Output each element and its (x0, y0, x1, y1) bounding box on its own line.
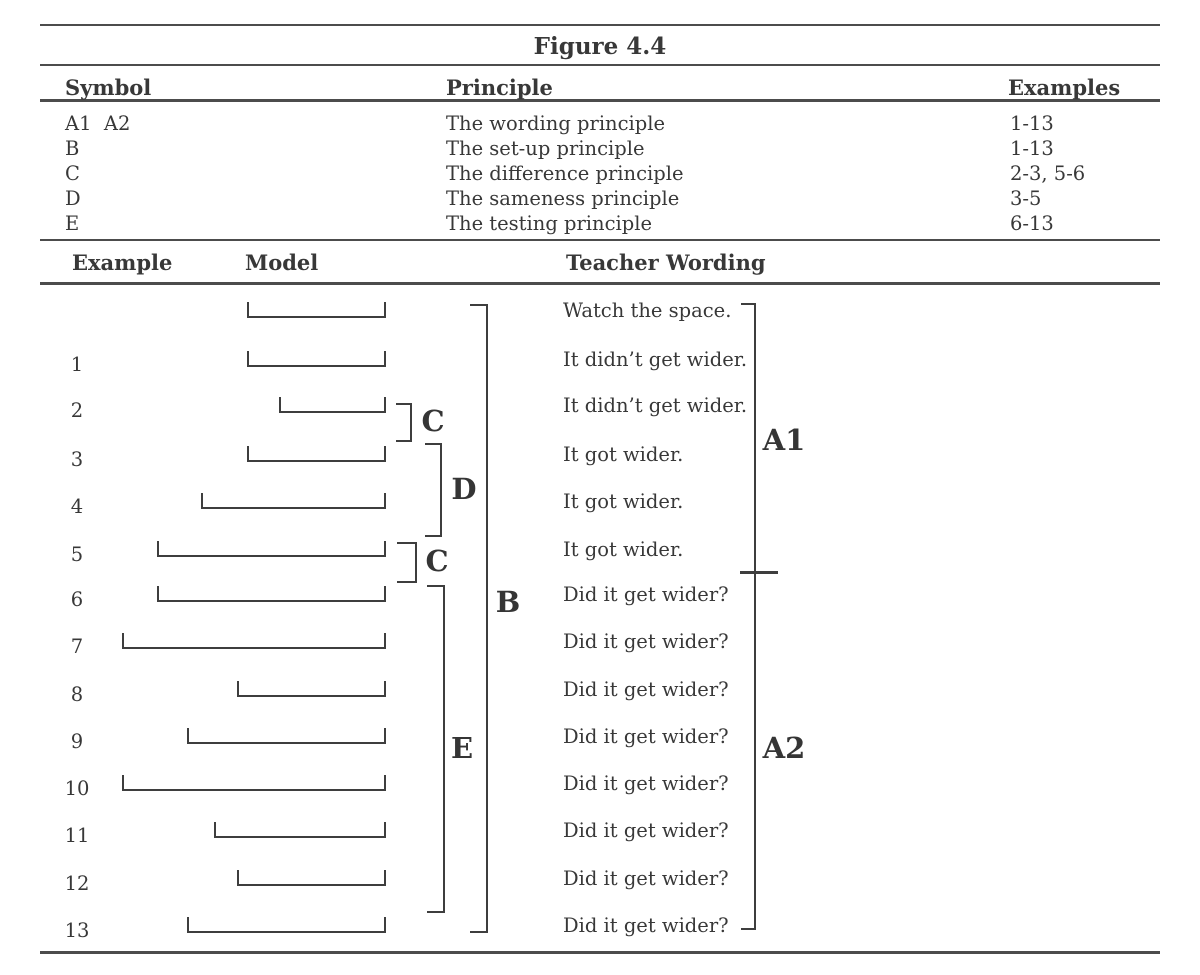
teacher-wording: It got wider. (563, 538, 684, 561)
principle-cell: The sameness principle (446, 187, 680, 210)
symbol-cell: D (65, 187, 81, 210)
bracket-d (425, 443, 442, 537)
example-number: 11 (64, 824, 90, 847)
teacher-wording: Did it get wider? (563, 678, 729, 701)
bracket-label-b: B (495, 585, 521, 619)
model-bracket (122, 633, 386, 649)
model-bracket (201, 493, 386, 509)
teacher-wording-column-header: Teacher Wording (566, 250, 766, 275)
model-bracket (214, 822, 386, 838)
example-number: 9 (70, 730, 84, 753)
teacher-wording: It didn’t get wider. (563, 348, 748, 371)
model-bracket (247, 351, 386, 367)
rule-top (40, 24, 1160, 26)
rule-bottom (40, 951, 1160, 954)
bracket-label-e: E (450, 731, 474, 765)
bracket-c-upper (396, 403, 412, 442)
model-bracket (157, 541, 386, 557)
examples-column-header: Examples (1008, 75, 1121, 100)
rule-below-table (40, 239, 1160, 241)
model-bracket (237, 681, 386, 697)
teacher-wording: Did it get wider? (563, 583, 729, 606)
principle-cell: The set-up principle (446, 137, 645, 160)
principle-cell: The difference principle (446, 162, 684, 185)
model-bracket (187, 728, 386, 744)
principle-column-header: Principle (446, 75, 553, 100)
example-number: 4 (70, 495, 84, 518)
model-bracket (279, 397, 386, 413)
bracket-label-a2: A2 (762, 731, 806, 765)
rule-below-diagram-header (40, 282, 1160, 285)
bracket-a-divider-tick (740, 571, 778, 574)
teacher-wording: Did it get wider? (563, 914, 729, 937)
model-column-header: Model (245, 250, 319, 275)
teacher-wording: Watch the space. (563, 299, 732, 322)
figure-title: Figure 4.4 (533, 33, 667, 60)
symbol-column-header: Symbol (65, 75, 152, 100)
bracket-label-a1: A1 (762, 423, 806, 457)
example-number: 5 (70, 543, 84, 566)
symbol-cell: E (65, 212, 80, 235)
example-number: 12 (64, 872, 90, 895)
bracket-b (470, 304, 488, 933)
bracket-label-c: C (421, 404, 445, 438)
symbol-cell: A1 A2 (65, 112, 131, 135)
teacher-wording: It got wider. (563, 490, 684, 513)
symbol-cell: C (65, 162, 80, 185)
teacher-wording: Did it get wider? (563, 867, 729, 890)
teacher-wording: It didn’t get wider. (563, 394, 748, 417)
bracket-e (427, 585, 445, 913)
examples-cell: 1-13 (1010, 112, 1054, 135)
model-bracket (247, 302, 386, 318)
examples-cell: 3-5 (1010, 187, 1042, 210)
bracket-a (741, 303, 756, 930)
teacher-wording: Did it get wider? (563, 772, 729, 795)
model-bracket (237, 870, 386, 886)
teacher-wording: Did it get wider? (563, 630, 729, 653)
example-number: 6 (70, 588, 84, 611)
examples-cell: 1-13 (1010, 137, 1054, 160)
example-number: 3 (70, 448, 84, 471)
teacher-wording: It got wider. (563, 443, 684, 466)
example-number: 13 (64, 919, 90, 942)
example-number: 10 (64, 777, 90, 800)
teacher-wording: Did it get wider? (563, 819, 729, 842)
symbol-cell: B (65, 137, 80, 160)
examples-cell: 2-3, 5-6 (1010, 162, 1086, 185)
example-column-header: Example (72, 250, 173, 275)
examples-cell: 6-13 (1010, 212, 1054, 235)
example-number: 1 (70, 353, 84, 376)
example-number: 2 (70, 399, 84, 422)
rule-below-header (40, 99, 1160, 102)
bracket-c-lower (397, 542, 417, 583)
model-bracket (187, 917, 386, 933)
bracket-label-d: D (451, 472, 477, 506)
rule-below-title (40, 64, 1160, 66)
model-bracket (247, 446, 386, 462)
example-number: 7 (70, 635, 84, 658)
model-bracket (157, 586, 386, 602)
principle-cell: The wording principle (446, 112, 666, 135)
principle-cell: The testing principle (446, 212, 653, 235)
example-number: 8 (70, 683, 84, 706)
bracket-label-c: C (425, 544, 449, 578)
model-bracket (122, 775, 386, 791)
teacher-wording: Did it get wider? (563, 725, 729, 748)
